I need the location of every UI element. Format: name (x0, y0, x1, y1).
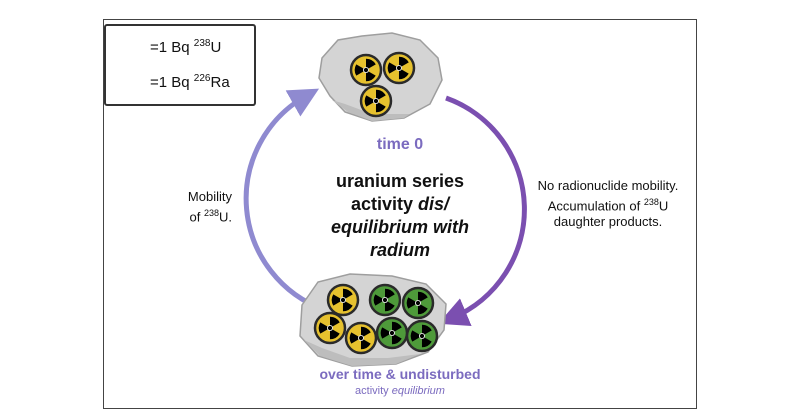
label-mobility-line1: Mobility (187, 189, 232, 204)
label-time0: time 0 (376, 136, 424, 153)
label-activity-em: equilibrium (391, 385, 445, 397)
radiation-green-icon (375, 316, 409, 350)
radiation-green-icon (401, 286, 435, 320)
central-title-line3: equilibrium with (290, 216, 510, 239)
legend-radium-element: Ra (210, 74, 230, 91)
central-title-line4-em: radium (369, 240, 430, 260)
central-title-line2-em: dis/ (418, 194, 450, 214)
radiation-green-icon (405, 319, 439, 353)
label-mobility-suffix: U. (219, 209, 232, 225)
central-title-line2-text: activity (350, 194, 419, 214)
label-no-mobility: No radionuclide mobility. Accumulation o… (515, 178, 701, 230)
central-title-line2: activity dis/ (290, 193, 510, 216)
radiation-yellow-icon (326, 283, 360, 317)
label-no-mobility-suffix: U (658, 198, 669, 214)
radiation-yellow-icon (359, 84, 393, 118)
radiation-yellow-icon (382, 51, 416, 85)
legend-item-radium: =1 Bq 226Ra (150, 73, 230, 91)
label-no-mobility-prefix: Accumulation of (547, 198, 644, 214)
label-activity-equilibrium: activity equilibrium (290, 385, 510, 397)
radiation-yellow-icon (344, 321, 378, 355)
legend-item-uranium: =1 Bq 238U (150, 38, 221, 56)
legend-radium-prefix: =1 Bq (150, 74, 194, 91)
label-mobility-prefix: of (189, 209, 204, 225)
label-no-mobility-mass: 238 (643, 197, 659, 207)
central-title-line3-em: equilibrium with (331, 217, 469, 237)
legend-uranium-element: U (210, 39, 222, 56)
label-mobility: Mobility of 238U. (160, 189, 232, 225)
radiation-yellow-icon (349, 53, 383, 87)
radiation-green-icon (368, 283, 402, 317)
radiation-yellow-icon (313, 311, 347, 345)
label-no-mobility-line1: No radionuclide mobility. (537, 178, 679, 193)
legend: =1 Bq 238U =1 Bq 226Ra (104, 24, 256, 106)
central-title-line1: uranium series (335, 171, 465, 191)
label-no-mobility-line3: daughter products. (553, 214, 663, 230)
central-title-line4: radium (290, 239, 510, 262)
label-mobility-mass: 238 (203, 208, 219, 218)
label-over-time: over time & undisturbed (319, 366, 481, 382)
legend-uranium-prefix: =1 Bq (150, 39, 194, 56)
central-title: uranium series activity dis/ equilibrium… (290, 170, 510, 262)
label-no-mobility-line2: Accumulation of 238U (515, 194, 701, 214)
legend-radium-mass: 226 (193, 73, 211, 84)
legend-uranium-mass: 238 (193, 38, 211, 49)
label-activity-prefix: activity (355, 385, 392, 397)
arrow-right-accumulation (438, 95, 527, 327)
label-mobility-line2: of 238U. (160, 205, 233, 225)
arrow-left-mobility (243, 88, 326, 313)
